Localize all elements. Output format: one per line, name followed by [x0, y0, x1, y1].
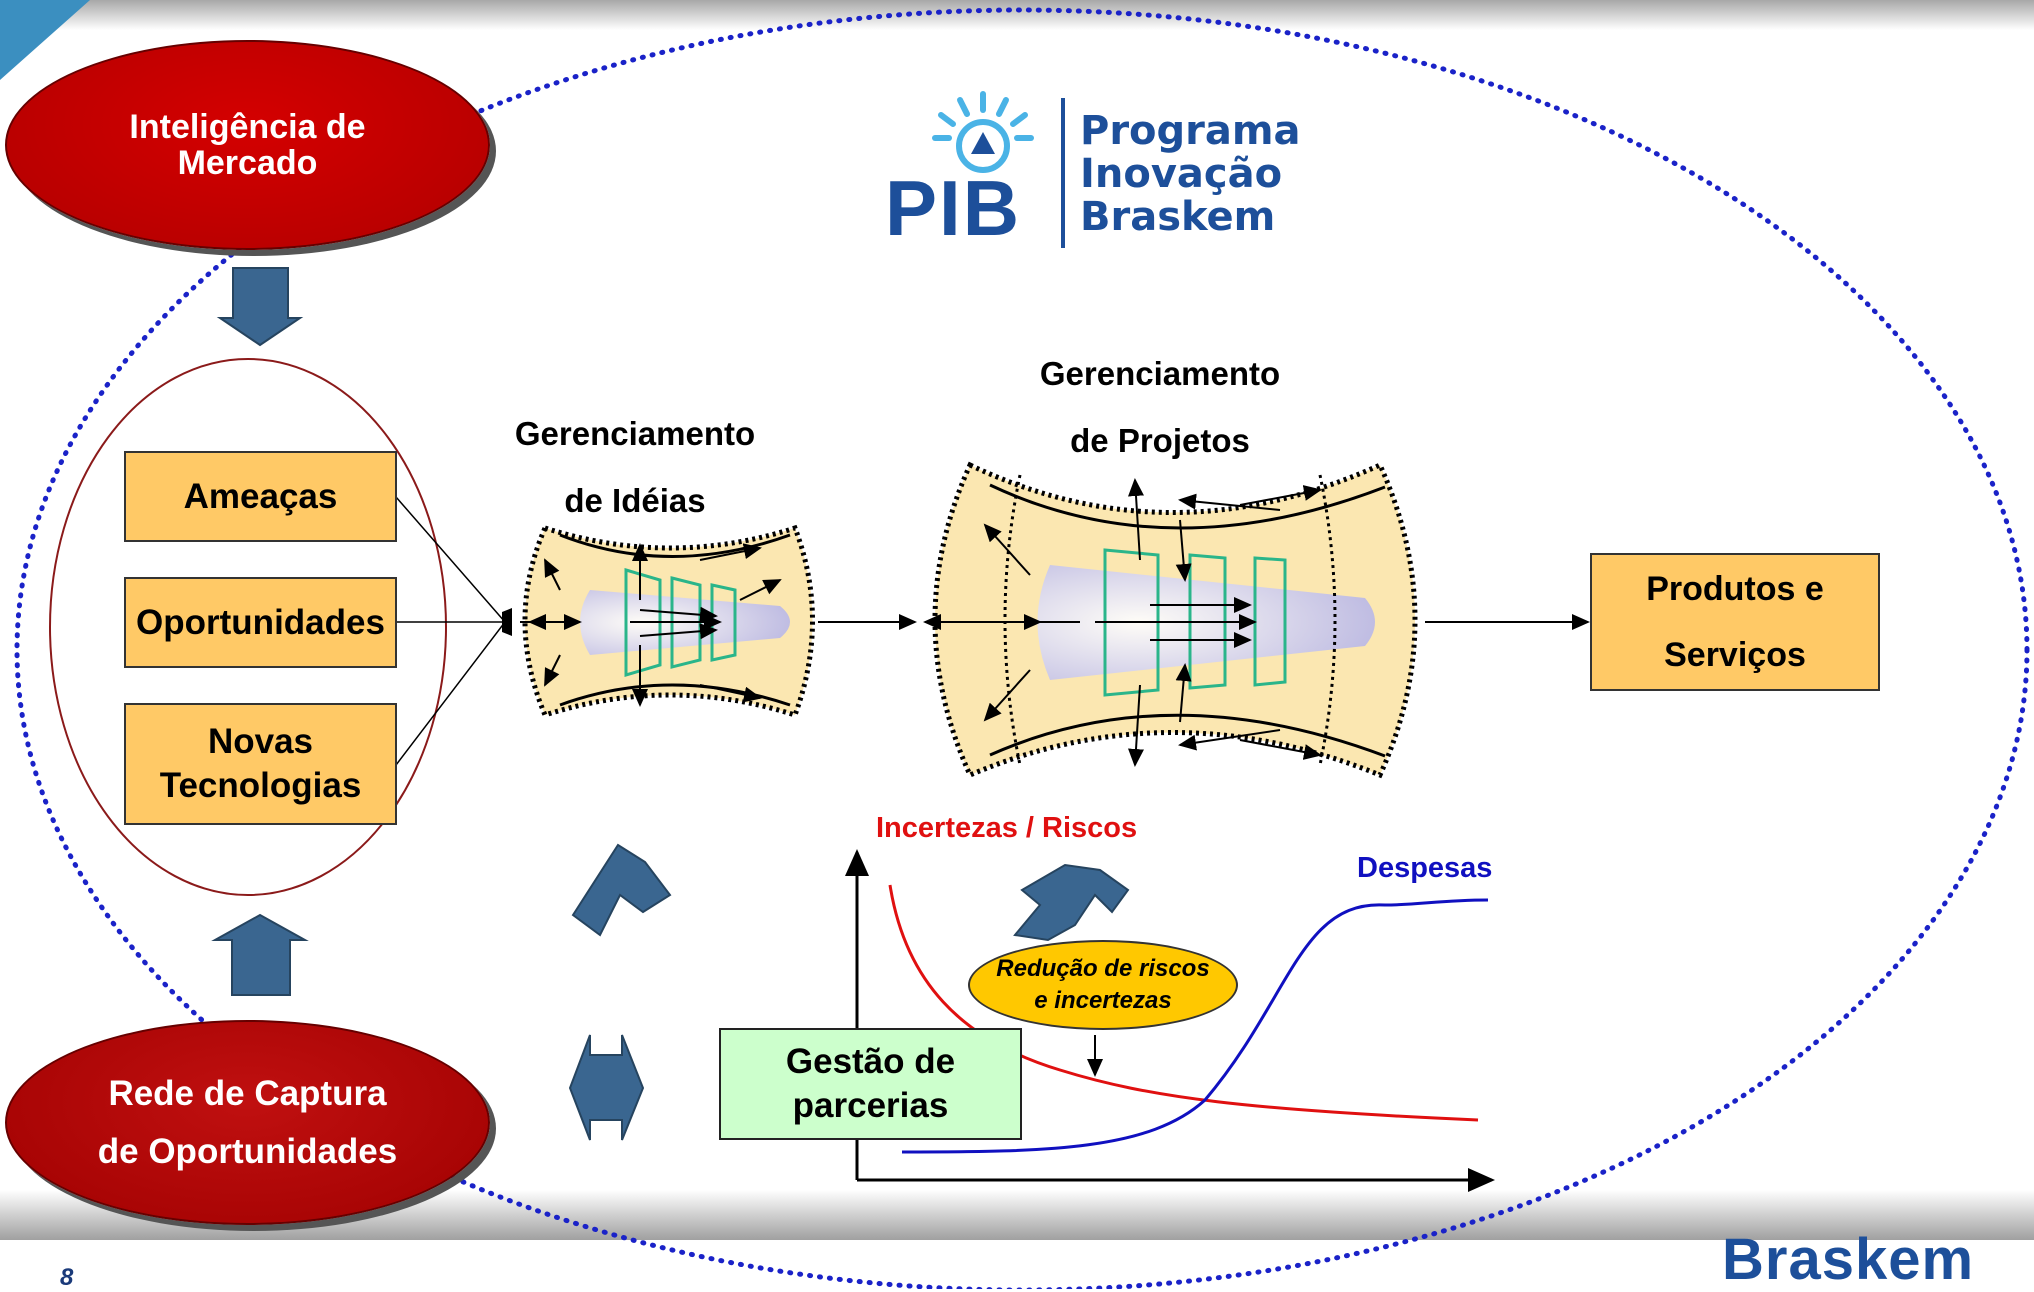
expense-curve	[901, 898, 1489, 1154]
logo-line: Braskem	[1080, 194, 1276, 240]
pib-logo: PIB Programa Inovação Braskem	[885, 88, 1301, 258]
diagonal-double-arrow	[1013, 863, 1130, 942]
box-label: Serviços	[1664, 636, 1806, 674]
risk-curve	[888, 884, 1479, 1122]
box-label: Novas	[207, 722, 314, 761]
logo-line: Inovação	[1080, 151, 1283, 197]
title-line: Gerenciamento	[1039, 355, 1281, 392]
box-label: Oportunidades	[136, 602, 385, 642]
funnel-entry-node	[502, 608, 512, 636]
title-line: de Projetos	[1070, 422, 1250, 459]
oval-line: Inteligência de	[129, 108, 366, 146]
box-label: Ameaças	[183, 476, 338, 516]
diagonal-arrow-up	[571, 843, 672, 937]
title-line: Gerenciamento	[514, 415, 756, 452]
box-label: Produtos e	[1646, 570, 1824, 608]
threats-box: Ameaças	[124, 451, 397, 542]
double-arrow	[568, 1034, 645, 1141]
annotation-line: Redução de riscos	[996, 955, 1210, 982]
braskem-brand: Braskem	[1722, 1227, 1975, 1292]
risk-series-label: Incertezas / Riscos	[876, 812, 1138, 844]
oval-line: de Oportunidades	[97, 1131, 398, 1171]
connector-line	[395, 621, 506, 766]
projects-stage-title: Gerenciamento de Projetos	[1005, 340, 1315, 474]
logo-line: Programa	[1080, 108, 1301, 154]
box-label: Tecnologias	[159, 766, 362, 805]
lightbulb-icon	[932, 91, 1034, 173]
title-line: de Idéias	[564, 482, 706, 519]
logo-divider	[1061, 98, 1065, 248]
inputs-group-ellipse	[49, 358, 447, 896]
ideas-funnel	[520, 524, 815, 719]
pib-mark: PIB	[885, 164, 1022, 252]
products-services-box: Produtos e Serviços	[1590, 553, 1880, 691]
process-boundary-ellipse	[14, 7, 2030, 1289]
up-arrow	[211, 913, 309, 996]
ideas-stage-title: Gerenciamento de Idéias	[480, 400, 790, 534]
risk-reduction-annotation: Redução de riscos e incertezas	[968, 940, 1238, 1030]
opportunity-network-oval: Rede de Captura de Oportunidades	[5, 1020, 490, 1225]
box-label: Gestão de	[785, 1042, 956, 1081]
corner-accent	[0, 0, 90, 80]
opportunities-box: Oportunidades	[124, 577, 397, 668]
page-number: 8	[60, 1264, 74, 1291]
header-band	[0, 0, 2034, 30]
logo-text: Programa Inovação Braskem	[1080, 110, 1301, 239]
expense-series-label: Despesas	[1357, 852, 1493, 884]
down-arrow	[216, 267, 304, 347]
annotation-line: e incertezas	[1034, 987, 1172, 1014]
box-label: parcerias	[792, 1086, 949, 1125]
connector-line	[395, 496, 506, 623]
oval-line: Mercado	[177, 144, 318, 182]
oval-line: Rede de Captura	[108, 1073, 387, 1113]
projects-funnel	[923, 461, 1418, 779]
partnership-box: Gestão de parcerias	[719, 1028, 1022, 1140]
